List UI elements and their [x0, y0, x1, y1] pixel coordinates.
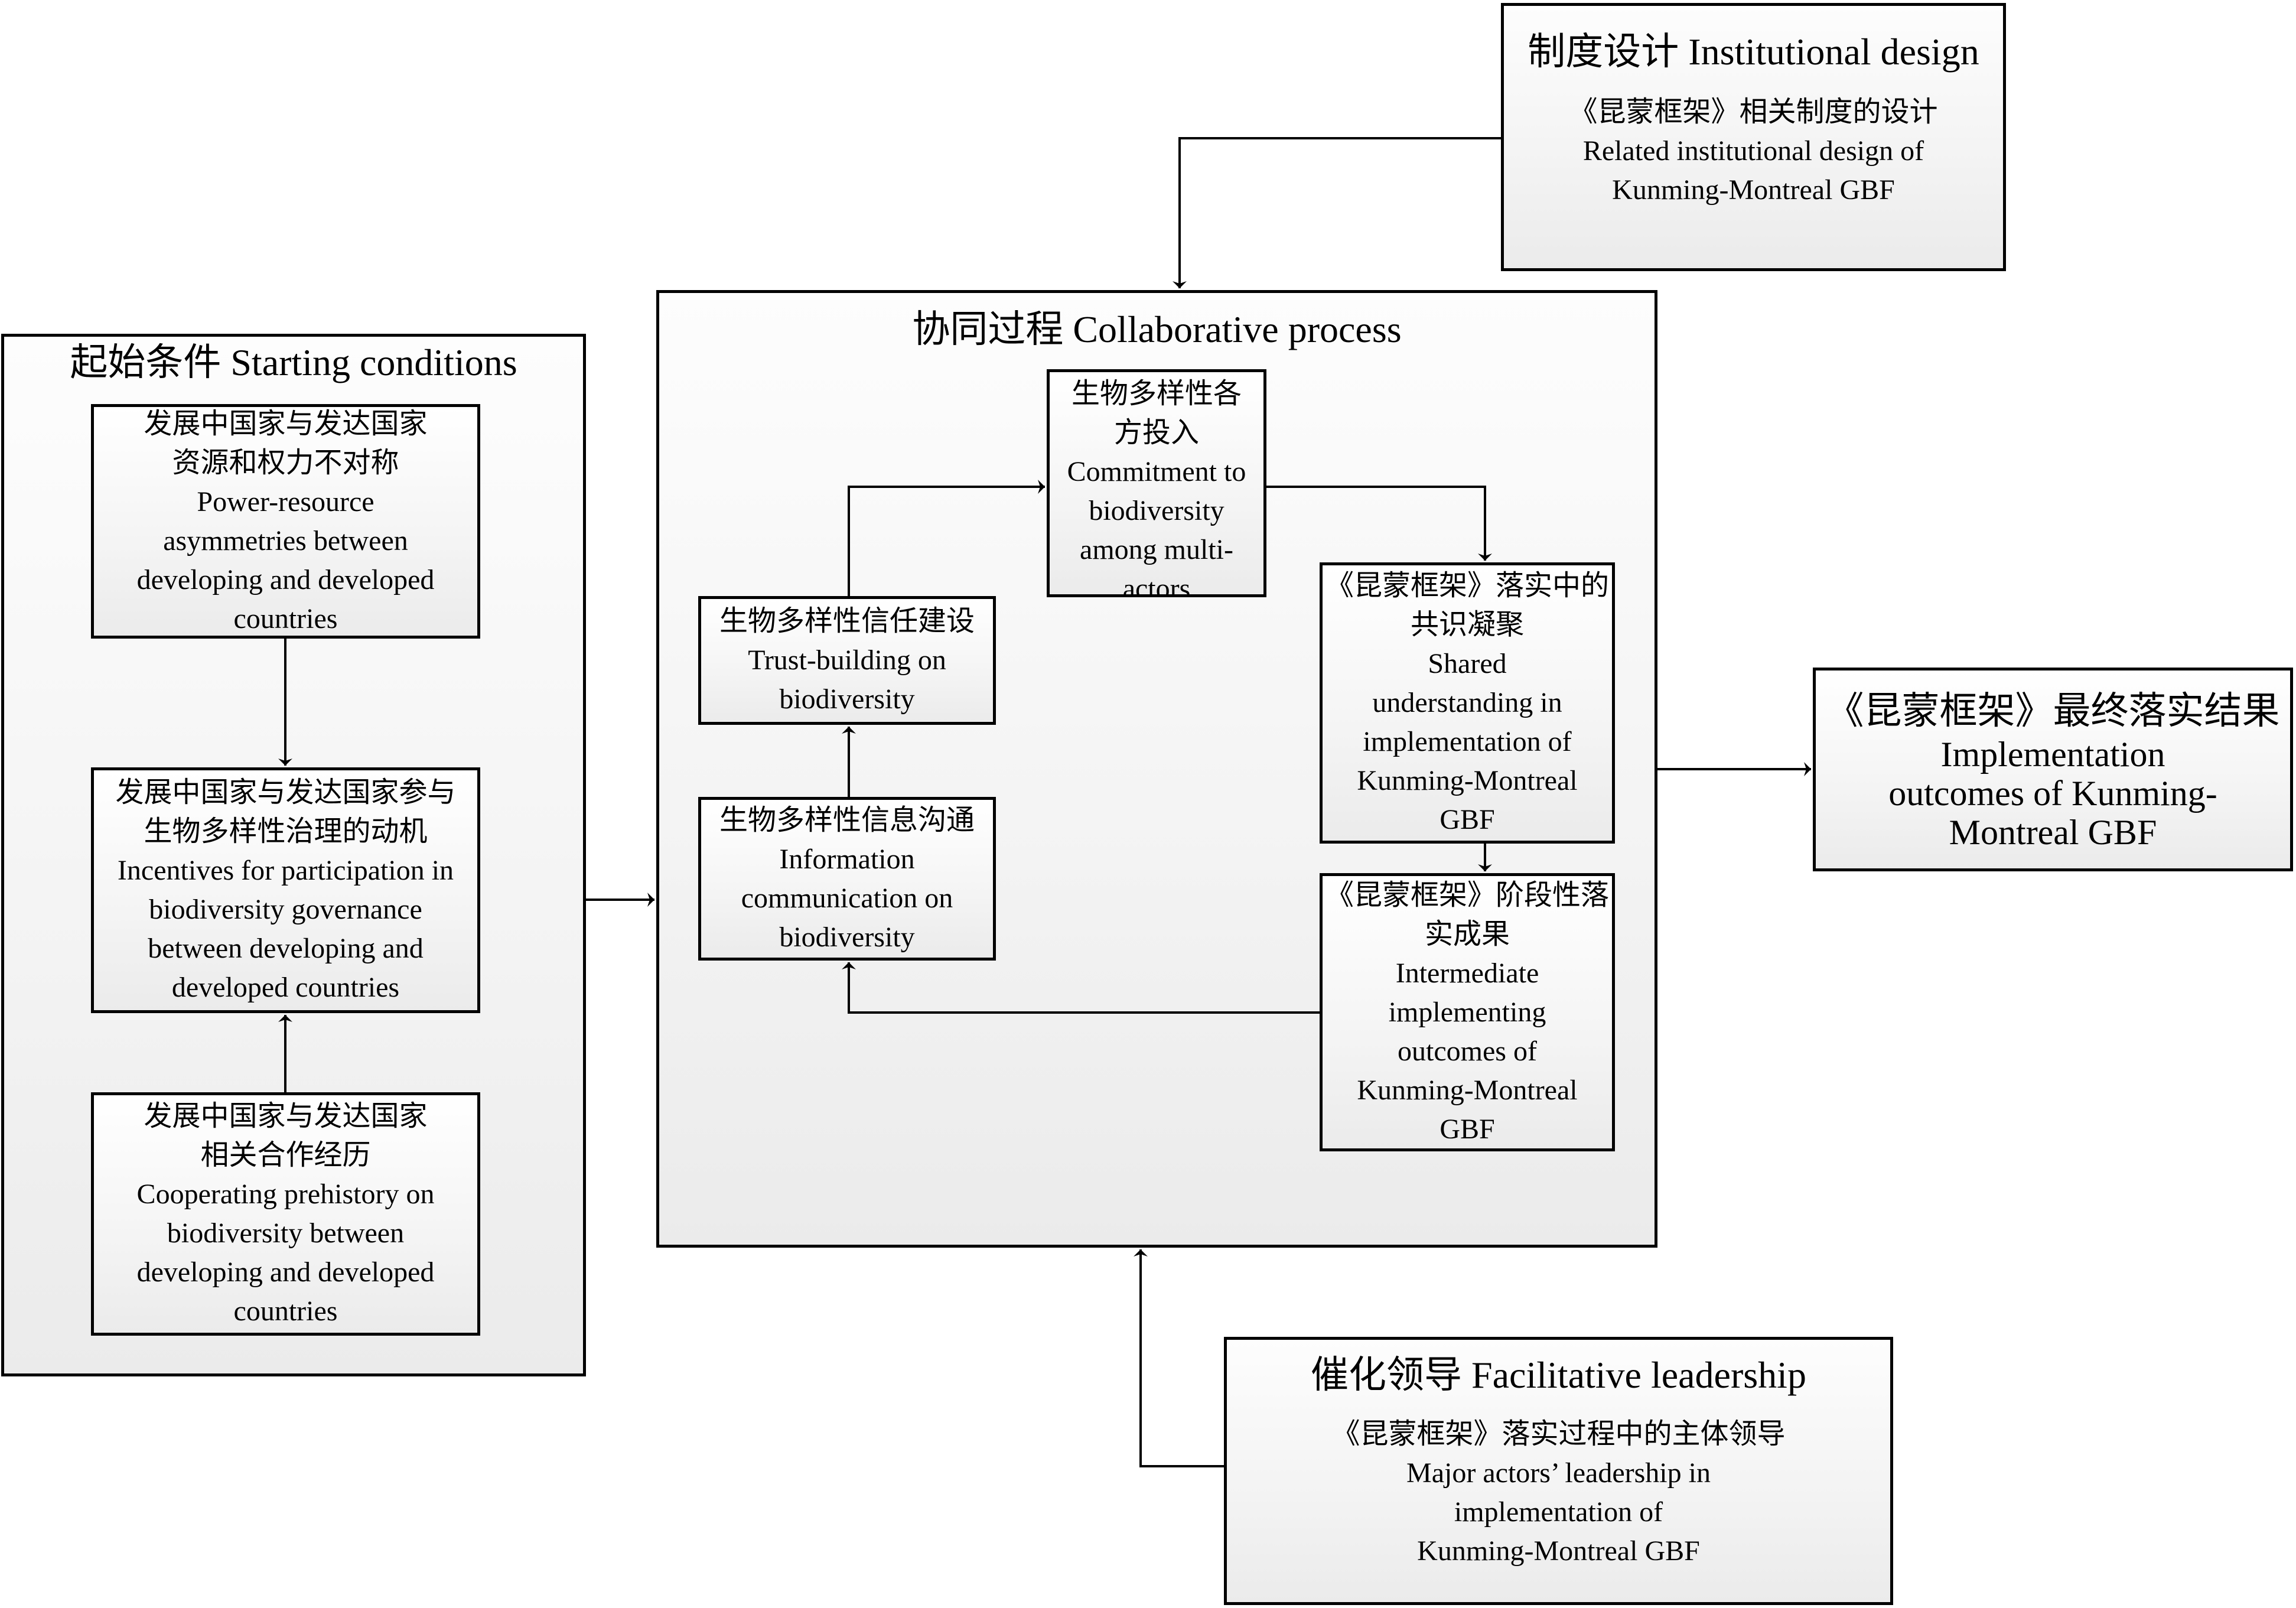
commitment-box: 生物多样性各 方投入 Commitment to biodiversity am… [1047, 369, 1266, 597]
facilitative-leadership-text: 《昆蒙框架》落实过程中的主体领导 Major actors’ leadershi… [1331, 1418, 1786, 1567]
institutional-design-text: 《昆蒙框架》相关制度的设计 Related institutional desi… [1569, 96, 1938, 206]
power-resource-asymmetry-box: 发展中国家与发达国家 资源和权力不对称 Power-resource asymm… [91, 404, 480, 639]
institutional-design-title: 制度设计 Institutional design [1528, 31, 1979, 73]
final-outcomes-box: 《昆蒙框架》最终落实结果 Implementation outcomes of … [1813, 668, 2293, 871]
information-communication-box: 生物多样性信息沟通 Information communication on b… [698, 797, 996, 961]
intermediate-outcomes-box: 《昆蒙框架》阶段性落 实成果 Intermediate implementing… [1320, 873, 1615, 1151]
facilitative-leadership-box: 催化领导 Facilitative leadership 《昆蒙框架》落实过程中… [1224, 1337, 1893, 1605]
participation-incentives-box: 发展中国家与发达国家参与 生物多样性治理的动机 Incentives for p… [91, 767, 480, 1013]
starting-conditions-title: 起始条件 Starting conditions [70, 341, 517, 383]
facilitative-leadership-title: 催化领导 Facilitative leadership [1311, 1354, 1806, 1396]
arrow-leadership-to-process [1134, 1249, 1224, 1467]
arrow-institutional-to-process [1173, 137, 1501, 288]
cooperation-prehistory-box: 发展中国家与发达国家 相关合作经历 Cooperating prehistory… [91, 1092, 480, 1336]
collaborative-process-title: 协同过程 Collaborative process [912, 308, 1402, 350]
shared-understanding-box: 《昆蒙框架》落实中的 共识凝聚 Shared understanding in … [1320, 562, 1615, 844]
institutional-design-box: 制度设计 Institutional design 《昆蒙框架》相关制度的设计 … [1501, 3, 2006, 271]
trust-building-box: 生物多样性信任建设 Trust-building on biodiversity [698, 596, 996, 725]
